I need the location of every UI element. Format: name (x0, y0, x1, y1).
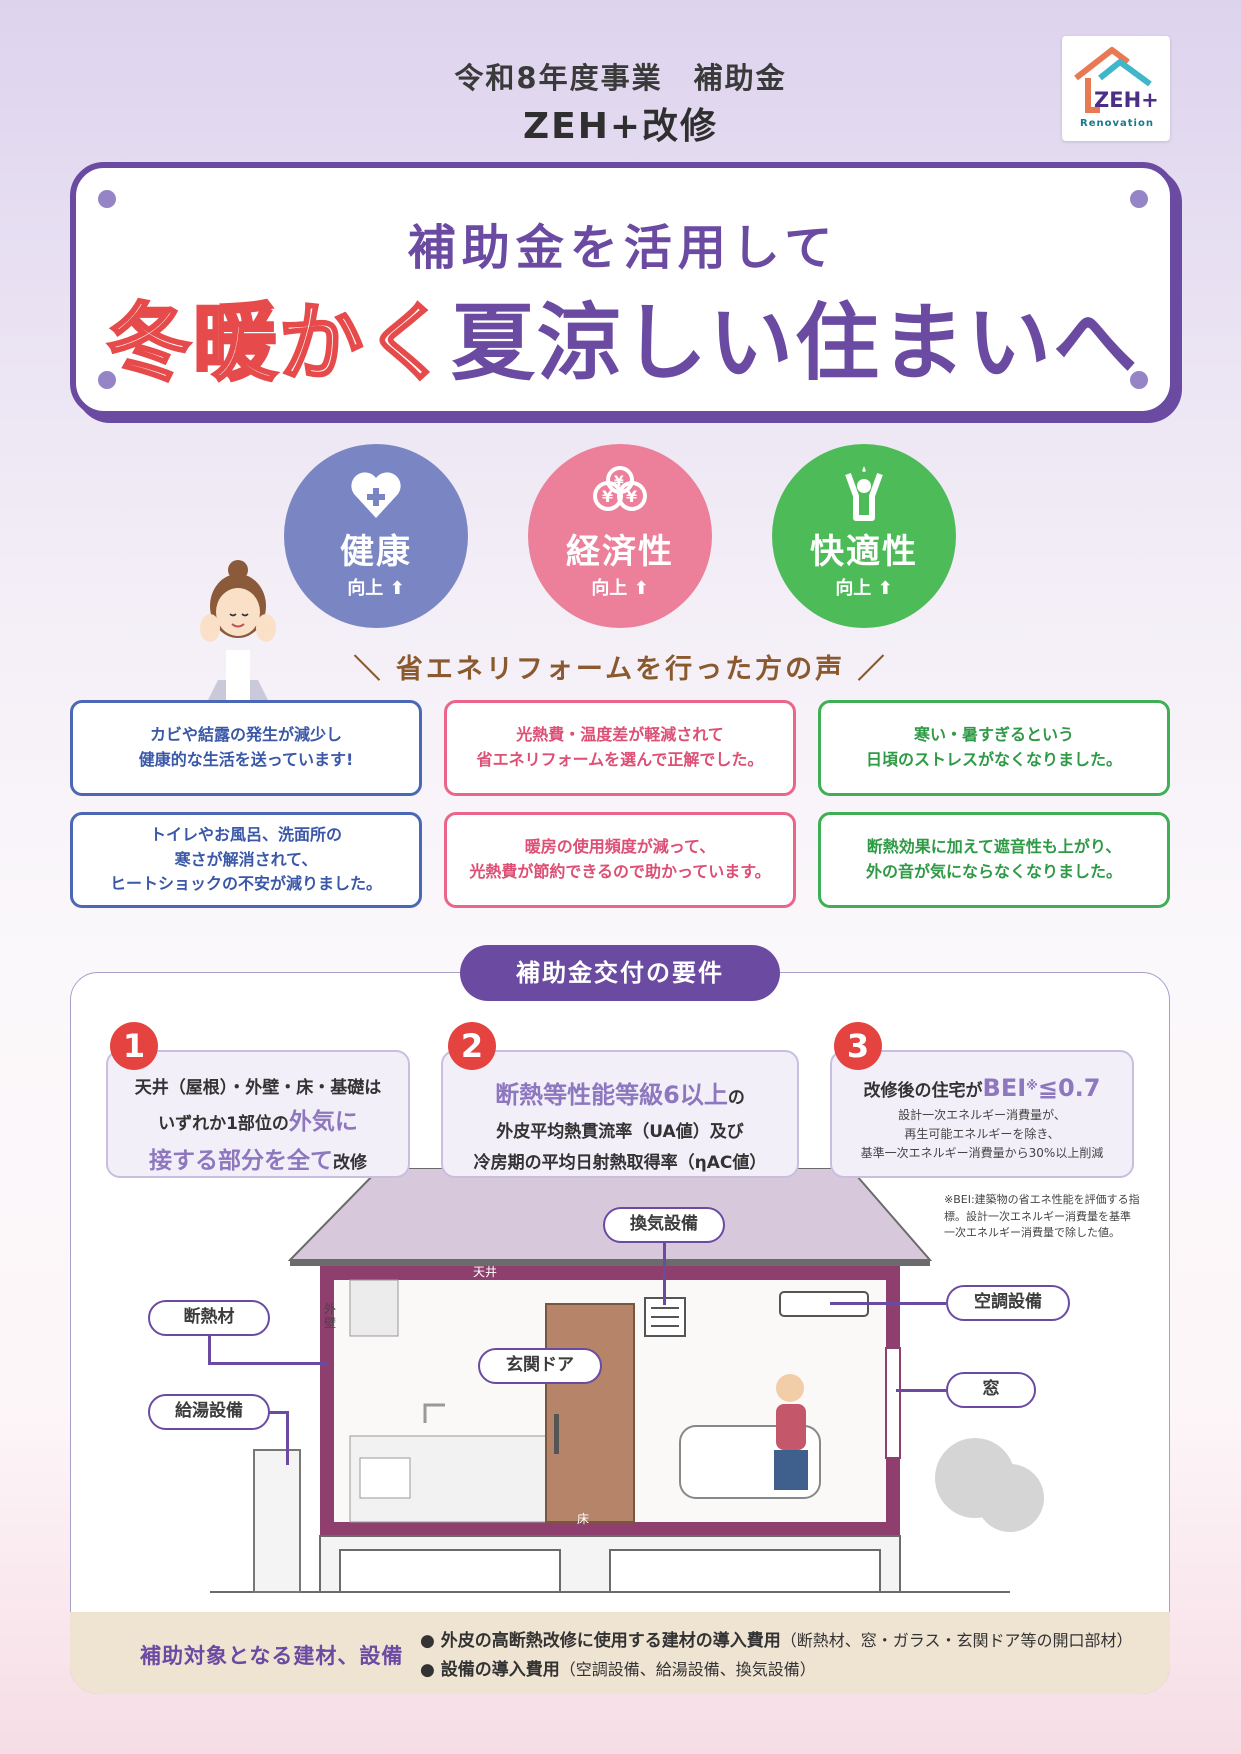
corner-dot (1130, 371, 1148, 389)
corner-dot (98, 371, 116, 389)
subsidy-target-band (70, 1612, 1170, 1694)
headline-main: 冬暖かく夏涼しい住まいへ (76, 276, 1170, 397)
subsidy-target-item: ● 外皮の高断熱改修に使用する建材の導入費用（断熱材、窓・ガラス・玄関ドア等の開… (420, 1631, 1133, 1651)
leader-line (663, 1243, 666, 1305)
zeh-renovation-logo: ZEH+ Renovation (1062, 36, 1170, 141)
ventilation-label: 換気設備 (603, 1207, 725, 1243)
requirement-1: 天井（屋根）・外壁・床・基礎は いずれか1部位の外気に 接する部分を全て改修 (106, 1050, 410, 1178)
leader-line (286, 1411, 289, 1465)
headline-warm: 冬暖かく (105, 293, 451, 394)
aircon-label: 空調設備 (946, 1285, 1070, 1321)
window-label: 窓 (946, 1372, 1036, 1408)
benefit-title: 快適性 (810, 532, 918, 572)
benefit-sub: 向上 ⬆ (835, 578, 893, 599)
headline-box: 補助金を活用して 冬暖かく夏涼しい住まいへ (70, 162, 1176, 417)
corner-dot (1130, 190, 1148, 208)
requirement-3: 改修後の住宅がBEI※≦0.7 設計一次エネルギー消費量が、再生可能エネルギーを… (830, 1050, 1134, 1178)
benefit-comfort: 快適性 向上 ⬆ (772, 444, 956, 628)
woman-illustration (200, 560, 276, 700)
ceiling-label: 天井 (473, 1265, 498, 1279)
leader-line (208, 1336, 211, 1364)
benefit-economy: ¥ ¥ ¥ 経済性 向上 ⬆ (528, 444, 712, 628)
program-year-title: 令和8年度事業 補助金 (454, 61, 787, 95)
water-heater-label: 給湯設備 (148, 1394, 270, 1430)
wall-label: 外壁 (324, 1302, 337, 1330)
requirements-title: 補助金交付の要件 (460, 945, 780, 1001)
cheering-person-icon (845, 466, 883, 521)
leader-line (830, 1302, 946, 1305)
insulation-label: 断熱材 (148, 1300, 270, 1336)
svg-text:¥: ¥ (614, 474, 624, 490)
voices-title: ＼ 省エネリフォームを行った方の声 ／ (353, 654, 888, 685)
logo-text: ZEH+ (1094, 88, 1159, 112)
benefit-title: 経済性 (566, 532, 674, 572)
up-arrow-icon: ⬆ (877, 578, 893, 599)
up-arrow-icon: ⬆ (633, 578, 649, 599)
testimonial-card: 暖房の使用頻度が減って、光熱費が節約できるので助かっています。 (444, 812, 796, 908)
leader-line (268, 1411, 288, 1414)
headline-rest: 住まいへ (795, 294, 1140, 392)
requirement-2: 断熱等性能等級6以上の 外皮平均熱貫流率（UA値）及び 冷房期の平均日射熱取得率… (441, 1050, 799, 1178)
yen-coins-icon: ¥ ¥ ¥ (593, 466, 647, 511)
testimonial-card: 断熱効果に加えて遮音性も上がり、外の音が気にならなくなりました。 (818, 812, 1170, 908)
benefit-sub: 向上 ⬆ (347, 578, 405, 599)
testimonial-card: 寒い・暑すぎるという日頃のストレスがなくなりました。 (818, 700, 1170, 796)
testimonial-card: 光熱費・温度差が軽減されて省エネリフォームを選んで正解でした。 (444, 700, 796, 796)
leader-line (208, 1362, 328, 1365)
program-name: ZEH+改修 (523, 106, 718, 147)
corner-dot (98, 190, 116, 208)
subsidy-target-title: 補助対象となる建材、設備 (140, 1644, 404, 1668)
benefit-sub: 向上 ⬆ (591, 578, 649, 599)
benefit-health: 健康 向上 ⬆ (284, 444, 468, 628)
headline-lead: 補助金を活用して (407, 220, 839, 276)
leader-line (896, 1389, 946, 1392)
heart-plus-icon (351, 472, 401, 518)
logo-subtitle: Renovation (1080, 118, 1154, 129)
bei-footnote: ※BEI:建築物の省エネ性能を評価する指標。設計一次エネルギー消費量を基準一次エ… (944, 1193, 1140, 1239)
requirement-number: 3 (834, 1022, 882, 1070)
up-arrow-icon: ⬆ (389, 578, 405, 599)
testimonial-card: トイレやお風呂、洗面所の寒さが解消されて、ヒートショックの不安が減りました。 (70, 812, 422, 908)
headline-cool: 夏涼しい (450, 294, 795, 392)
floor-label: 床 (577, 1512, 590, 1526)
subsidy-target-item: ● 設備の導入費用（空調設備、給湯設備、換気設備） (420, 1660, 816, 1680)
requirement-number: 1 (110, 1022, 158, 1070)
house-logo-icon (1074, 47, 1152, 113)
benefit-title: 健康 (340, 532, 412, 572)
house-illustration (210, 1168, 1044, 1593)
door-label: 玄関ドア (478, 1348, 602, 1384)
svg-text:¥: ¥ (626, 487, 637, 506)
testimonial-card: カビや結露の発生が減少し健康的な生活を送っています! (70, 700, 422, 796)
svg-text:¥: ¥ (602, 487, 613, 506)
requirement-number: 2 (448, 1022, 496, 1070)
